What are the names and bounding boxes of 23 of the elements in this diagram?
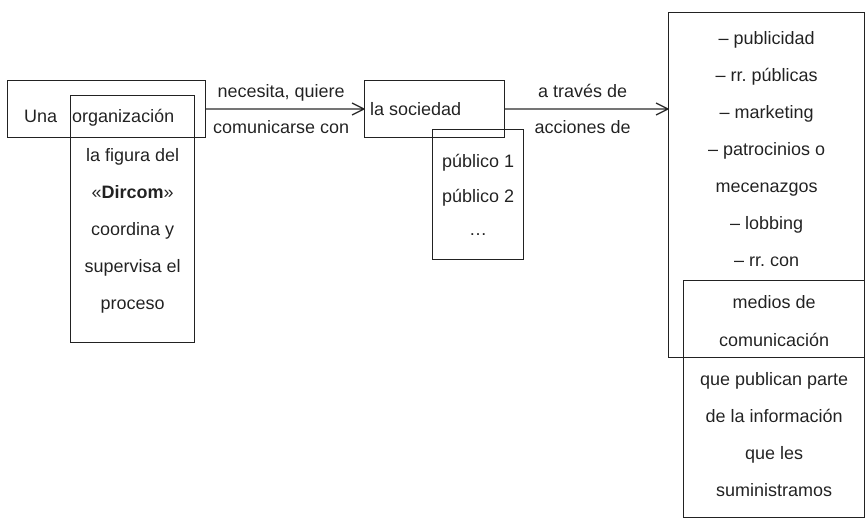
box-text: – lobbing xyxy=(730,212,804,235)
box-text: – patrocinios o mecenazgos xyxy=(706,138,826,198)
box-text: – rr. con xyxy=(734,249,800,272)
box-text: – publicidad xyxy=(718,27,815,50)
box-text: – marketing xyxy=(719,101,814,124)
arrow xyxy=(206,102,365,116)
box-text: la sociedad xyxy=(370,98,462,121)
box-text: público 1 xyxy=(442,150,514,173)
text-box xyxy=(70,95,195,343)
arrow xyxy=(505,102,669,116)
box-text: la figura del «Dircom» coordina y supervisa el proceso xyxy=(83,144,182,315)
box-text: que publican parte de la información que les suministramos xyxy=(698,368,850,502)
text-box xyxy=(432,129,524,260)
box-text: Una organización xyxy=(24,105,176,128)
text-box xyxy=(668,12,865,358)
box-text: … xyxy=(469,218,487,241)
text-box xyxy=(364,80,505,138)
box-text: público 2 xyxy=(442,185,514,208)
text-box xyxy=(7,80,206,138)
text-box xyxy=(683,280,865,518)
box-text: – rr. públicas xyxy=(715,64,818,87)
edge-label: a través de acciones de xyxy=(533,80,632,139)
edge-label: necesita, quiere comunicarse con xyxy=(212,80,350,139)
